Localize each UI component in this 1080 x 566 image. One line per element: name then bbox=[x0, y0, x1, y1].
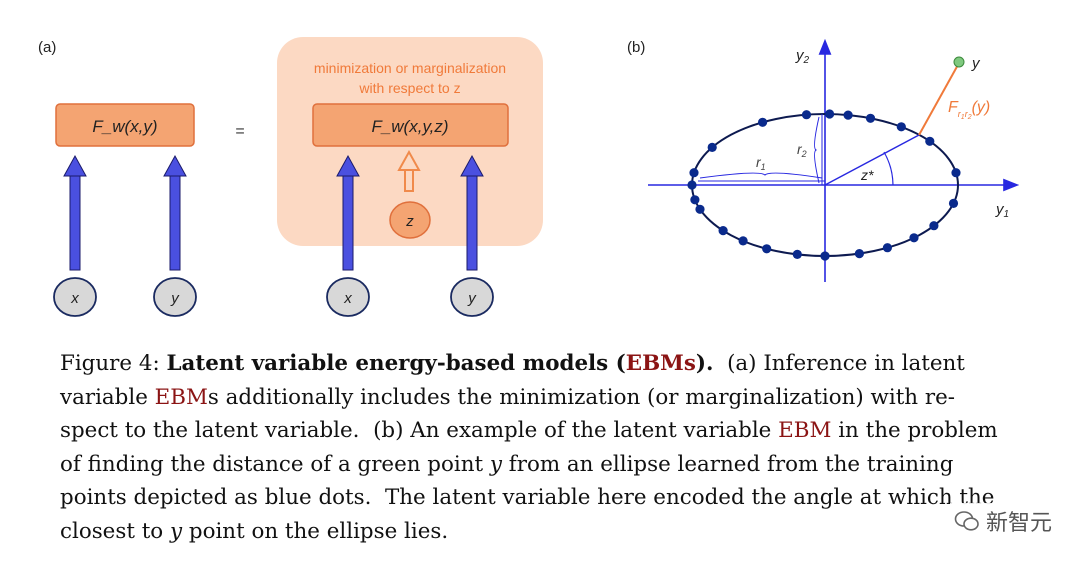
caption-line-2: variable EBMs additionally includes the … bbox=[60, 381, 1025, 415]
energy-box-right bbox=[312, 103, 509, 147]
training-dot bbox=[687, 180, 697, 190]
latent-node-z bbox=[389, 201, 431, 239]
input-y-right-label: y bbox=[467, 290, 477, 307]
input-x-right-label: x bbox=[343, 290, 352, 307]
panel-b-label: (b) bbox=[627, 39, 645, 56]
y2-axis-label: y2 bbox=[795, 47, 810, 66]
caption-line-2-b: s additionally includes the minimization… bbox=[207, 384, 955, 410]
input-node-y-left bbox=[153, 277, 197, 317]
training-dot bbox=[854, 249, 865, 259]
training-dot bbox=[925, 136, 935, 146]
input-node-y-right bbox=[450, 277, 494, 317]
training-dot bbox=[909, 233, 919, 243]
caption-line-3-a: spect to the latent variable. (b) An exa… bbox=[60, 418, 779, 444]
training-dot bbox=[896, 122, 906, 132]
caption-line-4: of finding the distance of a green point… bbox=[60, 448, 1025, 482]
green-point-y bbox=[953, 56, 965, 68]
caption-title-a: Latent variable energy-based models ( bbox=[166, 351, 626, 376]
caption-line-4-b: from an ellipse learned from the trainin… bbox=[502, 451, 954, 477]
arrow-y-right bbox=[460, 154, 484, 271]
energy-box-left-label: F_w(x,y) bbox=[92, 117, 157, 136]
training-dot bbox=[882, 243, 893, 253]
figure-caption: Figure 4: Latent variable energy-based m… bbox=[60, 347, 1025, 549]
training-dot bbox=[929, 221, 939, 231]
caption-line-6: closest to y point on the ellipse lies. bbox=[60, 515, 1025, 549]
caption-ebm-link-2[interactable]: EBM bbox=[778, 418, 832, 444]
training-dots bbox=[687, 109, 961, 261]
training-dot bbox=[758, 117, 768, 127]
training-dot bbox=[718, 226, 728, 236]
watermark: 新智元 bbox=[950, 503, 1057, 539]
training-dot bbox=[948, 198, 959, 208]
caption-line-1: Figure 4: Latent variable energy-based m… bbox=[60, 347, 1025, 381]
green-point-label: y bbox=[971, 55, 981, 72]
caption-var-y-2: y bbox=[169, 518, 183, 544]
training-dot bbox=[843, 110, 853, 120]
caption-var-y-1: y bbox=[489, 451, 502, 477]
input-node-x-left bbox=[53, 277, 97, 317]
training-dot bbox=[707, 142, 717, 152]
training-dot bbox=[820, 251, 830, 261]
caption-figure-number: Figure 4: bbox=[60, 351, 167, 376]
r1-brace bbox=[699, 172, 823, 179]
caption-line-2-a: variable bbox=[60, 384, 155, 410]
caption-title-b: ). bbox=[695, 351, 714, 376]
group-title-line1: minimization or marginalization bbox=[314, 60, 506, 76]
caption-line-5: points depicted as blue dots. The latent… bbox=[60, 485, 995, 511]
arrow-y-left bbox=[163, 154, 187, 271]
input-node-x-right bbox=[326, 277, 370, 317]
panel-a-label: (a) bbox=[38, 39, 56, 56]
watermark-text: 新智元 bbox=[986, 511, 1053, 536]
training-dot bbox=[951, 168, 961, 178]
caption-ebm-link-1[interactable]: EBM bbox=[154, 384, 208, 410]
training-dot bbox=[690, 195, 700, 205]
angle-arc bbox=[883, 151, 894, 186]
angle-label: z* bbox=[860, 167, 874, 183]
wechat-icon bbox=[954, 511, 979, 531]
group-title-line2: with respect to z bbox=[358, 80, 460, 96]
training-dot bbox=[825, 109, 835, 119]
caption-line-4-a: of finding the distance of a green point bbox=[60, 451, 490, 477]
equals-sign: = bbox=[235, 123, 244, 140]
energy-box-left bbox=[55, 103, 195, 147]
caption-line-1-rest: (a) Inference in latent bbox=[713, 351, 965, 376]
input-x-left-label: x bbox=[70, 290, 79, 307]
arrow-x-left bbox=[63, 154, 87, 271]
training-dot bbox=[865, 113, 876, 123]
arrow-x-right bbox=[336, 154, 360, 271]
training-dot bbox=[801, 110, 812, 120]
energy-label: Fr1r2(y) bbox=[948, 99, 990, 121]
energy-box-right-label: F_w(x,y,z) bbox=[371, 117, 448, 136]
r1-label: r1 bbox=[756, 154, 766, 172]
input-y-left-label: y bbox=[170, 290, 180, 307]
energy-segment bbox=[918, 62, 960, 136]
y1-axis-label: y1 bbox=[995, 201, 1009, 220]
angle-ray bbox=[824, 134, 920, 186]
training-dot bbox=[762, 244, 772, 254]
caption-line-6-b: point on the ellipse lies. bbox=[182, 518, 449, 544]
caption-line-3: spect to the latent variable. (b) An exa… bbox=[60, 414, 1025, 448]
training-dot bbox=[695, 204, 705, 214]
training-dot bbox=[738, 236, 748, 246]
training-dot bbox=[792, 249, 802, 259]
arrow-latent-z bbox=[397, 149, 421, 192]
caption-line-3-b: in the problem bbox=[831, 418, 998, 444]
r2-brace bbox=[814, 116, 820, 184]
training-dot bbox=[689, 168, 699, 178]
latent-z-label: z bbox=[405, 213, 414, 230]
caption-line-6-a: closest to bbox=[60, 518, 170, 544]
figure-diagram: (a) F_w(x,y) x y = minimization or margi… bbox=[38, 37, 1020, 317]
r2-label: r2 bbox=[797, 141, 807, 159]
caption-title-ebm: EBMs bbox=[625, 351, 696, 376]
